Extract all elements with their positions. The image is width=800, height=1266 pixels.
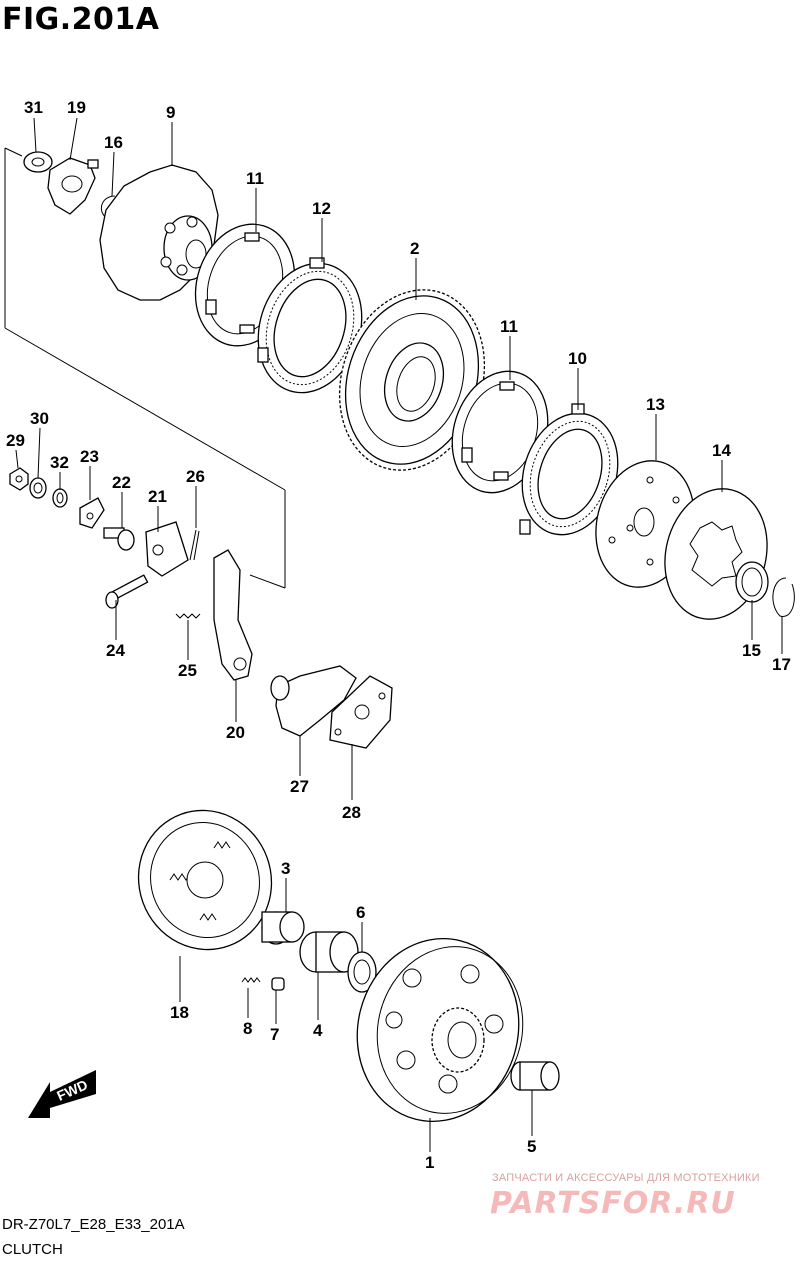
part-17-circlip xyxy=(772,577,795,617)
part-20-clutch-arm xyxy=(213,549,253,681)
callout-12: 12 xyxy=(312,199,331,218)
callout-32: 32 xyxy=(50,453,69,472)
part-21-clevis xyxy=(145,521,189,577)
part-15-washer xyxy=(735,561,769,603)
part-32-o-ring xyxy=(52,488,68,508)
assembly-boundary xyxy=(4,147,286,589)
callout-10: 10 xyxy=(568,349,587,368)
callout-29: 29 xyxy=(6,431,25,450)
part-25-spring xyxy=(175,613,201,619)
callout-labels: 31 19 16 9 11 12 2 11 10 13 14 15 17 29 … xyxy=(6,98,791,1172)
part-30-washer xyxy=(29,477,47,499)
part-3-bushing xyxy=(261,911,305,945)
part-7-pin xyxy=(271,977,285,991)
callout-11-upper: 11 xyxy=(246,169,264,188)
part-8-spring xyxy=(241,977,261,983)
part-22-bolt xyxy=(103,527,135,551)
callout-23: 23 xyxy=(80,447,99,466)
callout-5: 5 xyxy=(527,1137,536,1156)
part-27-release-cam xyxy=(270,665,357,737)
callout-13: 13 xyxy=(646,395,665,414)
callout-31: 31 xyxy=(24,98,43,117)
callout-19: 19 xyxy=(67,98,86,117)
part-4-one-way-clutch xyxy=(299,931,359,973)
callout-30: 30 xyxy=(30,409,49,428)
callout-3: 3 xyxy=(281,859,290,878)
part-29-nut xyxy=(9,467,29,491)
callout-16: 16 xyxy=(104,133,123,152)
part-23-plate xyxy=(79,497,105,529)
figure-title: FIG.201A xyxy=(2,2,160,37)
callout-26: 26 xyxy=(186,467,205,486)
callout-4: 4 xyxy=(313,1021,323,1040)
part-19-lifter-cam xyxy=(47,157,99,215)
callout-20: 20 xyxy=(226,723,245,742)
callout-11-lower: 11 xyxy=(500,317,518,336)
part-9-clutch-plate xyxy=(99,164,219,301)
callout-27: 27 xyxy=(290,777,309,796)
watermark-tagline: ЗАПЧАСТИ И АКСЕССУАРЫ ДЛЯ МОТОТЕХНИКИ xyxy=(492,1172,760,1184)
callout-15: 15 xyxy=(742,641,761,660)
model-code: DR-Z70L7_E28_E33_201A xyxy=(2,1216,185,1233)
leader-lines xyxy=(15,117,783,1152)
callout-8: 8 xyxy=(243,1019,252,1038)
part-5-bushing xyxy=(510,1061,560,1091)
part-1-clutch-housing xyxy=(356,938,524,1122)
watermark-brand: PARTSFOR.RU xyxy=(490,1186,736,1221)
part-24-pin xyxy=(105,574,149,609)
callout-17: 17 xyxy=(772,655,791,674)
callout-6: 6 xyxy=(356,903,365,922)
part-26-cotter-pin xyxy=(189,529,200,561)
part-2-primary-driven-gear xyxy=(338,289,486,471)
part-11-plate-lower xyxy=(451,370,549,494)
callout-21: 21 xyxy=(148,487,167,506)
callout-18: 18 xyxy=(170,1003,189,1022)
part-28-cover-plate xyxy=(329,675,393,749)
part-18-clutch-shoe xyxy=(137,809,273,951)
callout-9: 9 xyxy=(166,103,175,122)
fwd-arrow-icon: FWD xyxy=(28,1070,96,1118)
callout-1: 1 xyxy=(425,1153,434,1172)
callout-2: 2 xyxy=(410,239,419,258)
part-31-bearing xyxy=(23,151,53,173)
callout-14: 14 xyxy=(712,441,731,460)
callout-28: 28 xyxy=(342,803,361,822)
part-12-friction-plate xyxy=(257,257,363,394)
callout-7: 7 xyxy=(270,1025,279,1044)
section-name: CLUTCH xyxy=(2,1241,63,1258)
callout-22: 22 xyxy=(112,473,131,492)
callout-25: 25 xyxy=(178,661,197,680)
callout-24: 24 xyxy=(106,641,125,660)
